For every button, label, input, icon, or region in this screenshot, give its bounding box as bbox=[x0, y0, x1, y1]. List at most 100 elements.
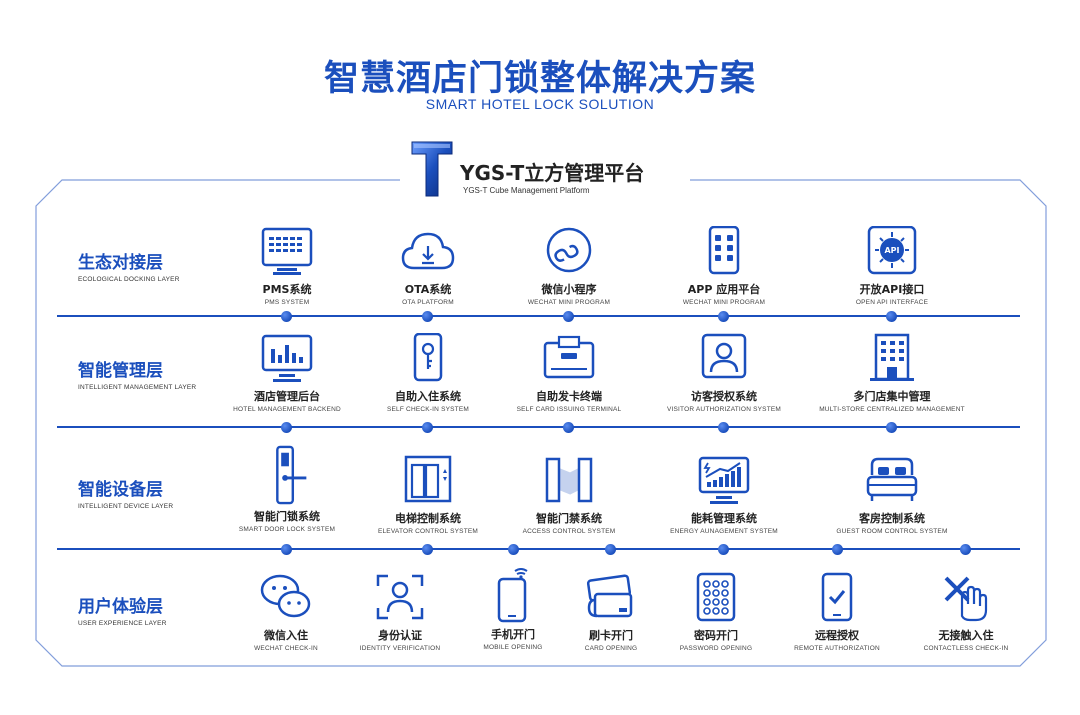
layer-item[interactable]: 远程授权 REMOTE AUTHORIZATION bbox=[737, 572, 937, 652]
card-swipe-icon bbox=[586, 574, 633, 618]
connector-dot bbox=[281, 544, 292, 555]
card-terminal-icon bbox=[543, 335, 595, 379]
phone-wifi-icon bbox=[497, 568, 528, 623]
layer-subtitle: USER EXPERIENCE LAYER bbox=[78, 620, 167, 627]
item-sublabel: ACCESS CONTROL SYSTEM bbox=[522, 528, 616, 535]
item-label: OTA系统 bbox=[404, 283, 452, 296]
item-sublabel: SMART DOOR LOCK SYSTEM bbox=[238, 526, 336, 533]
item-label: 酒店管理后台 bbox=[254, 390, 320, 403]
layer-item[interactable]: 访客授权系统 VISITOR AUTHORIZATION SYSTEM bbox=[624, 333, 824, 413]
layer-subtitle: INTELLIGENT DEVICE LAYER bbox=[78, 503, 174, 510]
layer-title: 智能设备层 bbox=[78, 480, 163, 500]
layer-title: 生态对接层 bbox=[78, 253, 163, 273]
monitor-keyboard-icon bbox=[261, 227, 313, 275]
item-sublabel: MOBILE OPENING bbox=[483, 644, 543, 651]
item-label: 手机开门 bbox=[491, 628, 535, 641]
layer-intelligent-device: 智能设备层 INTELLIGENT DEVICE LAYER bbox=[78, 475, 173, 510]
item-sublabel: ELEVATOR CONTROL SYSTEM bbox=[377, 528, 479, 535]
layer-item[interactable]: APP 应用平台 WECHAT MINI PROGRAM bbox=[624, 226, 824, 306]
layer-item[interactable]: 智能门禁系统 ACCESS CONTROL SYSTEM bbox=[469, 455, 669, 535]
layer-item[interactable]: 手机开门 MOBILE OPENING bbox=[413, 565, 613, 651]
connector-dot bbox=[281, 311, 292, 322]
contactless-hand-icon bbox=[944, 576, 988, 622]
user-portrait-icon bbox=[701, 333, 747, 379]
item-sublabel: PASSWORD OPENING bbox=[679, 645, 753, 652]
connector-dot bbox=[422, 544, 433, 555]
item-label: 自助入住系统 bbox=[395, 390, 461, 403]
item-label: PMS系统 bbox=[262, 283, 312, 296]
layer-item[interactable]: 密码开门 PASSWORD OPENING bbox=[616, 572, 816, 652]
layer-item[interactable]: 微信小程序 WECHAT MINI PROGRAM bbox=[469, 226, 669, 306]
item-label: 多门店集中管理 bbox=[853, 390, 931, 403]
phone-key-icon bbox=[413, 333, 443, 382]
layer-user-experience: 用户体验层 USER EXPERIENCE LAYER bbox=[78, 592, 167, 627]
layer-intelligent-management: 智能管理层 INTELLIGENT MANAGEMENT LAYER bbox=[78, 356, 196, 391]
layer-item[interactable]: API 开放API接口 OPEN API INTERFACE bbox=[792, 226, 992, 306]
layer-title: 智能管理层 bbox=[78, 361, 163, 381]
connector-dot bbox=[960, 544, 971, 555]
layer-item[interactable]: 自助发卡终端 SELF CARD ISSUING TERMINAL bbox=[469, 333, 669, 413]
item-sublabel: WECHAT MINI PROGRAM bbox=[682, 299, 766, 306]
monitor-growth-icon bbox=[698, 456, 750, 504]
item-sublabel: SELF CARD ISSUING TERMINAL bbox=[516, 406, 622, 413]
layer-item[interactable]: 微信入住 WECHAT CHECK-IN bbox=[186, 572, 386, 652]
item-label: 访客授权系统 bbox=[691, 390, 757, 403]
item-sublabel: IDENTITY VERIFICATION bbox=[359, 645, 441, 652]
letter-t-logo-icon bbox=[411, 141, 453, 197]
item-sublabel: ENERGY AUNAGEMENT SYSTEM bbox=[670, 528, 778, 535]
phone-check-icon bbox=[821, 572, 853, 622]
item-label: 刷卡开门 bbox=[589, 629, 633, 642]
connector-dot bbox=[508, 544, 519, 555]
item-sublabel: VISITOR AUTHORIZATION SYSTEM bbox=[666, 406, 782, 413]
layer-item[interactable]: 刷卡开门 CARD OPENING bbox=[511, 572, 711, 652]
mini-program-icon bbox=[546, 227, 592, 273]
layer-divider bbox=[57, 315, 1020, 317]
layer-item[interactable]: 多门店集中管理 MULTI-STORE CENTRALIZED MANAGEME… bbox=[792, 333, 992, 413]
item-sublabel: WECHAT MINI PROGRAM bbox=[527, 299, 611, 306]
building-icon bbox=[870, 333, 914, 381]
keypad-icon bbox=[696, 572, 736, 622]
cloud-download-icon bbox=[401, 232, 455, 270]
item-sublabel: REMOTE AUTHORIZATION bbox=[794, 645, 880, 652]
layer-item[interactable]: 身份认证 IDENTITY VERIFICATION bbox=[300, 572, 500, 652]
connector-dot bbox=[563, 422, 574, 433]
item-label: 智能门锁系统 bbox=[254, 510, 320, 523]
connector-dot bbox=[605, 544, 616, 555]
layer-item[interactable]: OTA系统 OTA PLATFORM bbox=[328, 226, 528, 306]
layer-subtitle: ECOLOGICAL DOCKING LAYER bbox=[78, 276, 180, 283]
svg-text:API: API bbox=[884, 246, 899, 255]
layer-item[interactable]: 无接触入住 CONTACTLESS CHECK-IN bbox=[866, 572, 1066, 652]
layer-divider bbox=[57, 426, 1020, 428]
item-sublabel: CONTACTLESS CHECK-IN bbox=[923, 645, 1009, 652]
layer-title: 用户体验层 bbox=[78, 597, 163, 617]
monitor-chart-icon bbox=[261, 334, 313, 382]
connector-dot bbox=[718, 422, 729, 433]
layer-item[interactable]: 电梯控制系统 ELEVATOR CONTROL SYSTEM bbox=[328, 455, 528, 535]
layer-item[interactable]: 智能门锁系统 SMART DOOR LOCK SYSTEM bbox=[187, 445, 387, 533]
item-label: 无接触入住 bbox=[938, 629, 994, 642]
connector-dot bbox=[886, 311, 897, 322]
connector-dot bbox=[886, 422, 897, 433]
item-label: 能耗管理系统 bbox=[691, 512, 757, 525]
item-sublabel: HOTEL MANAGEMENT BACKEND bbox=[233, 406, 341, 413]
api-chip-icon: API bbox=[867, 226, 917, 275]
item-label: 客房控制系统 bbox=[859, 512, 925, 525]
item-sublabel: CARD OPENING bbox=[584, 645, 638, 652]
platform-subtitle: YGS-T Cube Management Platform bbox=[463, 186, 590, 195]
item-label: 自助发卡终端 bbox=[536, 390, 602, 403]
platform-name: YGS-T立方管理平台 bbox=[460, 161, 645, 185]
layer-item[interactable]: 能耗管理系统 ENERGY AUNAGEMENT SYSTEM bbox=[624, 455, 824, 535]
item-label: 密码开门 bbox=[694, 629, 738, 642]
connector-dot bbox=[422, 422, 433, 433]
layer-item[interactable]: PMS系统 PMS SYSTEM bbox=[187, 226, 387, 306]
item-label: 微信小程序 bbox=[541, 283, 597, 296]
item-sublabel: MULTI-STORE CENTRALIZED MANAGEMENT bbox=[819, 406, 965, 413]
layer-item[interactable]: 客房控制系统 GUEST ROOM CONTROL SYSTEM bbox=[792, 455, 992, 535]
item-label: 微信入住 bbox=[264, 629, 308, 642]
item-label: 电梯控制系统 bbox=[395, 512, 461, 525]
item-sublabel: WECHAT CHECK-IN bbox=[254, 645, 318, 652]
layer-item[interactable]: 酒店管理后台 HOTEL MANAGEMENT BACKEND bbox=[187, 333, 387, 413]
wechat-icon bbox=[260, 574, 311, 618]
connector-dot bbox=[563, 311, 574, 322]
layer-item[interactable]: 自助入住系统 SELF CHECK-IN SYSTEM bbox=[328, 333, 528, 413]
